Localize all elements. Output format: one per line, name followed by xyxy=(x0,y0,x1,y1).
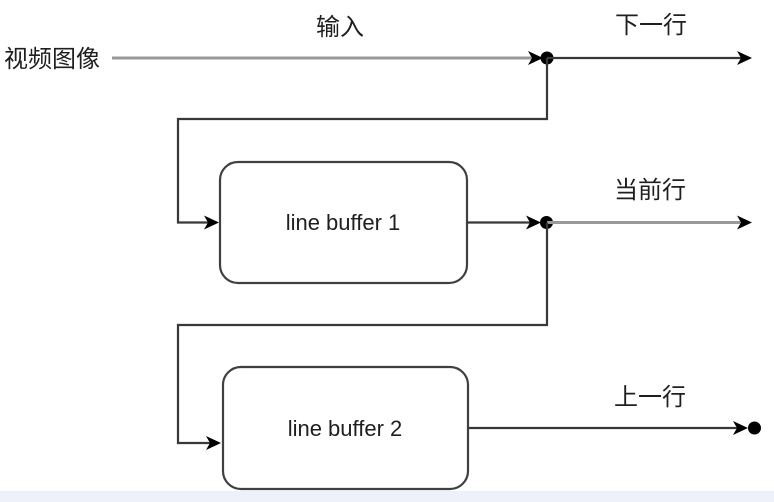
input-label: 输入 xyxy=(316,14,364,41)
next-row-label: 下一行 xyxy=(615,12,687,39)
bottom-page-strip xyxy=(0,491,774,502)
edge-feedback-to-buffer1-line xyxy=(176,58,549,224)
edge-feedback-to-buffer2-line xyxy=(176,222,549,445)
arrowhead-current-row-icon xyxy=(737,215,752,230)
arrowhead-next-row-icon xyxy=(737,51,752,65)
node-line-buffer-1-label: line buffer 1 xyxy=(286,210,401,235)
arrowhead-into-junction1-icon xyxy=(528,51,543,65)
node-line-buffer-2-label: line buffer 2 xyxy=(288,416,403,441)
arrowhead-into-junction2-icon xyxy=(526,215,541,230)
current-row-label: 当前行 xyxy=(614,177,686,204)
source-label: 视频图像 xyxy=(4,46,100,73)
prev-row-endpoint-dot xyxy=(748,421,761,435)
arrowhead-prev-row-icon xyxy=(733,421,748,435)
prev-row-label: 上一行 xyxy=(614,384,686,411)
arrowhead-into-buffer2-icon xyxy=(206,436,221,450)
arrowhead-into-buffer1-icon xyxy=(204,215,219,230)
